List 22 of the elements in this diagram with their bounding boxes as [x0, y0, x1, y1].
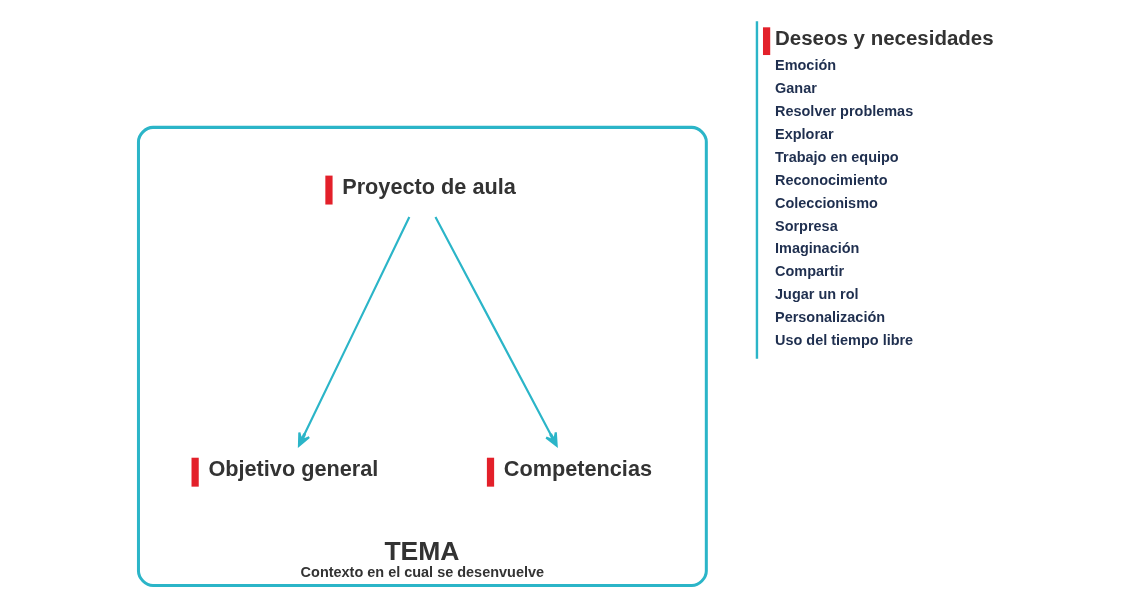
node-label: Objetivo general	[208, 456, 379, 482]
label: Reconocimiento	[775, 171, 888, 188]
label: Uso del tiempo libre	[775, 332, 914, 349]
label: Ganar	[775, 80, 817, 97]
node-label: Proyecto de aula	[342, 174, 516, 200]
arrow	[434, 216, 558, 447]
node-box	[486, 457, 495, 487]
arrow	[297, 216, 411, 447]
label: Explorar	[775, 125, 834, 142]
label: Imaginación	[775, 240, 860, 257]
node-box	[191, 457, 199, 487]
node-box	[325, 175, 333, 205]
label: Jugar un rol	[775, 286, 859, 303]
label: Emoción	[775, 57, 837, 74]
label: Trabajo en equipo	[775, 148, 899, 165]
label: Coleccionismo	[775, 194, 878, 211]
label: Sorpresa	[775, 217, 838, 234]
label: Deseos y necesidades	[775, 25, 994, 49]
label: Resolver problemas	[775, 103, 914, 120]
node-label: Competencias	[503, 456, 653, 482]
label: Compartir	[775, 263, 845, 280]
label: Personalización	[775, 309, 886, 326]
